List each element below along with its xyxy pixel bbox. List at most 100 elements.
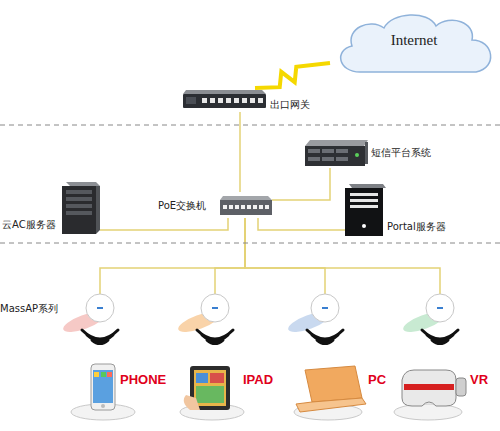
vr-headset: [402, 370, 466, 406]
gateway-node: 出口网关: [183, 88, 323, 112]
cloud-ac-server: [66, 197, 92, 201]
node-label: Portal服务器: [387, 221, 446, 232]
network-cable: [100, 218, 245, 294]
network-cable: [215, 218, 245, 294]
cloud-ac-server: [96, 186, 100, 234]
gateway-device: [183, 94, 266, 108]
sms-server: [308, 157, 320, 161]
poe-switch: [220, 196, 272, 215]
access-point: [201, 294, 229, 322]
poe-switch: [223, 205, 227, 209]
sms-server: [322, 157, 334, 161]
wifi-symbol: [422, 330, 458, 344]
sms-server: [336, 157, 348, 161]
phone-device: [94, 372, 99, 377]
poe-switch: [241, 205, 245, 209]
network-cable: [245, 218, 325, 294]
portal-server: [350, 205, 378, 208]
node-label: PHONE: [120, 373, 166, 387]
sms-server: [305, 140, 368, 166]
vr-headset: [404, 384, 454, 390]
sms-server: [322, 149, 334, 153]
portal-server: [350, 199, 378, 202]
access-point: [426, 294, 454, 322]
gateway-device: [202, 98, 207, 103]
zone-divider: [0, 125, 500, 126]
phone-device: [101, 372, 106, 377]
gateway-device: [183, 90, 266, 94]
access-point: [86, 294, 454, 322]
tablet-device: [184, 366, 230, 410]
server-node: 云AC服务器: [2, 180, 100, 236]
client-device: IPAD: [185, 294, 285, 420]
device-platform: [394, 404, 462, 420]
node-label: PoE交换机: [158, 200, 206, 211]
gateway-device: [250, 98, 255, 103]
gateway-device: [226, 98, 231, 103]
device-platform: [71, 404, 462, 420]
server-node: Portal服务器: [345, 182, 497, 238]
cloud-ac-server: [62, 182, 100, 234]
sms-server: [336, 149, 348, 153]
access-point: [97, 307, 103, 309]
sms-server: [355, 153, 359, 157]
cloud-ac-server: [66, 204, 92, 208]
wifi-symbol: [197, 330, 233, 344]
access-point: [97, 307, 443, 309]
gateway-device: [183, 90, 266, 108]
laptop-device: [296, 398, 366, 412]
sms-server: [308, 149, 320, 153]
node-label: PC: [368, 373, 386, 387]
switch-node: PoE交换机: [158, 192, 272, 218]
sms-server: [305, 140, 368, 146]
tablet-device: [210, 373, 224, 383]
cloud-ac-server: [66, 190, 92, 194]
gateway-device: [186, 97, 196, 104]
gateway-device: [210, 98, 215, 103]
network-cable: [258, 218, 345, 230]
poe-switch: [247, 205, 251, 209]
phone-device: [101, 404, 105, 408]
gateway-device: [202, 98, 263, 103]
access-point: [311, 294, 339, 322]
sms-server: [305, 146, 365, 166]
poe-switch: [235, 205, 239, 209]
access-point: [437, 307, 443, 309]
series-label: MassAP系列: [0, 303, 58, 314]
internet-cloud: Internet: [330, 8, 498, 78]
poe-switch: [220, 196, 272, 200]
cloud-ac-server: [66, 182, 100, 186]
portal-server: [345, 188, 383, 236]
zone-divider: [0, 125, 500, 243]
wifi-symbol: [307, 330, 343, 344]
vr-headset: [402, 370, 456, 406]
poe-switch: [265, 205, 269, 209]
laptop-device: [305, 366, 362, 402]
portal-server: [350, 193, 378, 196]
network-cable: [100, 218, 228, 230]
laptop-device: [296, 366, 366, 412]
node-label: 出口网关: [270, 99, 310, 110]
poe-switch: [259, 205, 263, 209]
node-label: IPAD: [243, 373, 273, 387]
tablet-device: [194, 370, 226, 406]
sms-server: [365, 142, 368, 164]
cloud-ac-server: [66, 211, 92, 215]
poe-switch: [253, 205, 257, 209]
node-label: 云AC服务器: [2, 219, 56, 230]
portal-server: [349, 184, 386, 188]
phone-device: [91, 364, 115, 410]
wifi-symbol: [82, 330, 118, 344]
network-cable: [272, 168, 330, 200]
gateway-device: [242, 98, 247, 103]
poe-switch: [220, 200, 272, 215]
gateway-device: [218, 98, 223, 103]
device-platform: [71, 404, 135, 420]
portal-server: [350, 193, 378, 208]
phone-device: [107, 372, 112, 377]
cloud-ac-server: [62, 186, 96, 234]
portal-server: [362, 224, 366, 228]
tablet-device: [196, 373, 208, 383]
node-label: VR: [470, 373, 488, 387]
